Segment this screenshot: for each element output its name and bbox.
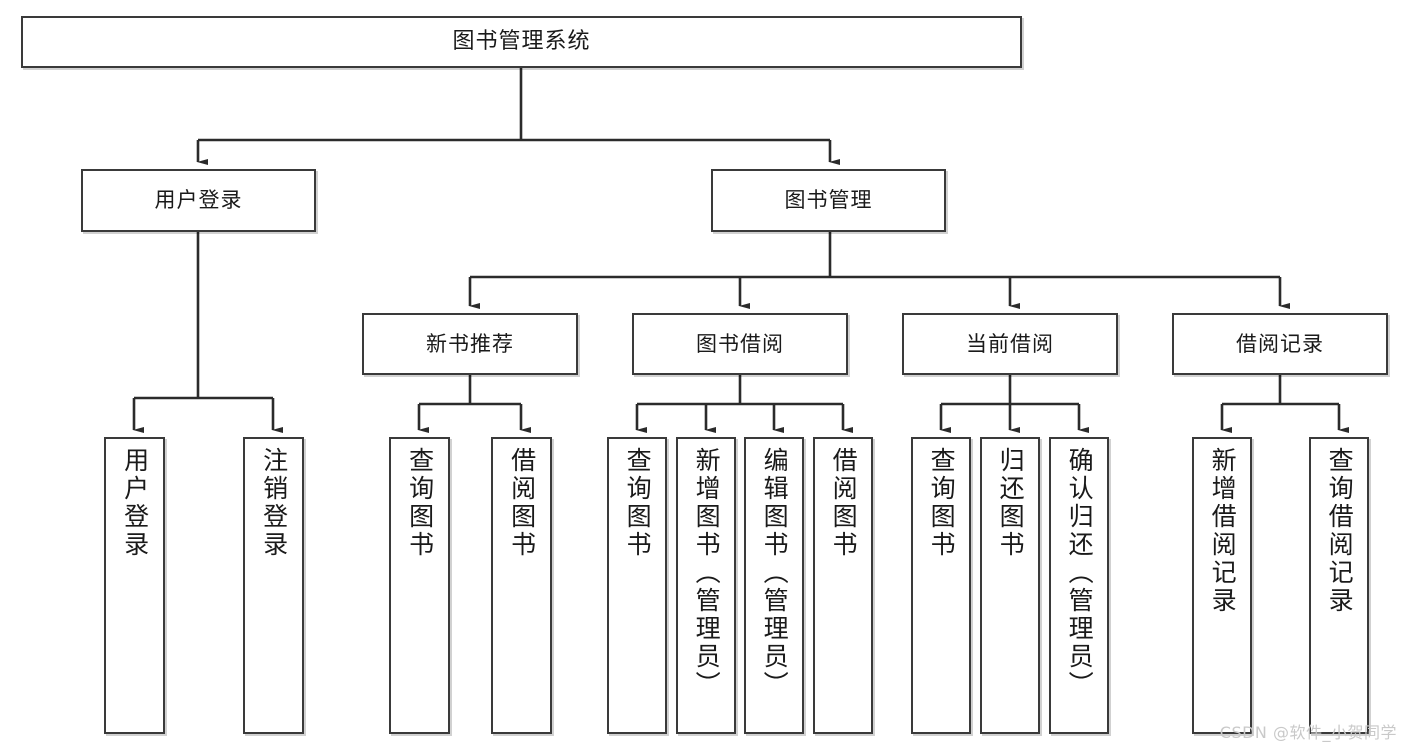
node-current-borrow-label: 当前借阅	[966, 331, 1054, 356]
node-book-manage[interactable]: 图书管理	[711, 169, 946, 232]
leaf-user-login-label: 用户登录	[120, 447, 150, 559]
node-borrow-record[interactable]: 借阅记录	[1172, 313, 1388, 375]
node-new-book-recommend-label: 新书推荐	[426, 331, 514, 356]
node-book-manage-label: 图书管理	[784, 188, 873, 213]
leaf-add-book-label: 新增图书（管理员）	[692, 447, 722, 699]
leaf-borrow-book-2[interactable]: 借阅图书	[813, 437, 873, 734]
node-current-borrow[interactable]: 当前借阅	[902, 313, 1118, 375]
node-user-login-label: 用户登录	[154, 188, 243, 213]
node-root-label: 图书管理系统	[452, 29, 591, 55]
leaf-borrow-book-1-label: 借阅图书	[507, 447, 537, 559]
leaf-confirm-return-label: 确认归还（管理员）	[1065, 447, 1095, 699]
leaf-add-record[interactable]: 新增借阅记录	[1192, 437, 1252, 734]
leaf-query-book-1-label: 查询图书	[405, 447, 435, 559]
leaf-edit-book-label: 编辑图书（管理员）	[760, 447, 790, 699]
leaf-query-book-1[interactable]: 查询图书	[389, 437, 450, 734]
watermark: CSDN @软件_小贺同学	[1219, 723, 1397, 742]
node-user-login[interactable]: 用户登录	[81, 169, 316, 232]
leaf-borrow-book-1[interactable]: 借阅图书	[491, 437, 552, 734]
leaf-return-book[interactable]: 归还图书	[980, 437, 1040, 734]
leaf-edit-book[interactable]: 编辑图书（管理员）	[744, 437, 804, 734]
leaf-add-book[interactable]: 新增图书（管理员）	[676, 437, 736, 734]
leaf-query-book-2-label: 查询图书	[623, 447, 653, 559]
leaf-query-book-3[interactable]: 查询图书	[911, 437, 971, 734]
node-new-book-recommend[interactable]: 新书推荐	[362, 313, 578, 375]
leaf-user-logout-label: 注销登录	[259, 447, 289, 559]
leaf-query-book-2[interactable]: 查询图书	[607, 437, 667, 734]
leaf-user-logout[interactable]: 注销登录	[243, 437, 304, 734]
node-book-borrow[interactable]: 图书借阅	[632, 313, 848, 375]
leaf-return-book-label: 归还图书	[996, 447, 1026, 559]
leaf-query-book-3-label: 查询图书	[927, 447, 957, 559]
leaf-user-login[interactable]: 用户登录	[104, 437, 165, 734]
leaf-query-record-label: 查询借阅记录	[1325, 447, 1355, 615]
node-book-borrow-label: 图书借阅	[696, 331, 784, 356]
leaf-borrow-book-2-label: 借阅图书	[829, 447, 859, 559]
node-borrow-record-label: 借阅记录	[1236, 331, 1324, 356]
leaf-confirm-return[interactable]: 确认归还（管理员）	[1049, 437, 1109, 734]
node-root[interactable]: 图书管理系统	[21, 16, 1022, 68]
leaf-add-record-label: 新增借阅记录	[1208, 447, 1238, 615]
leaf-query-record[interactable]: 查询借阅记录	[1309, 437, 1369, 734]
